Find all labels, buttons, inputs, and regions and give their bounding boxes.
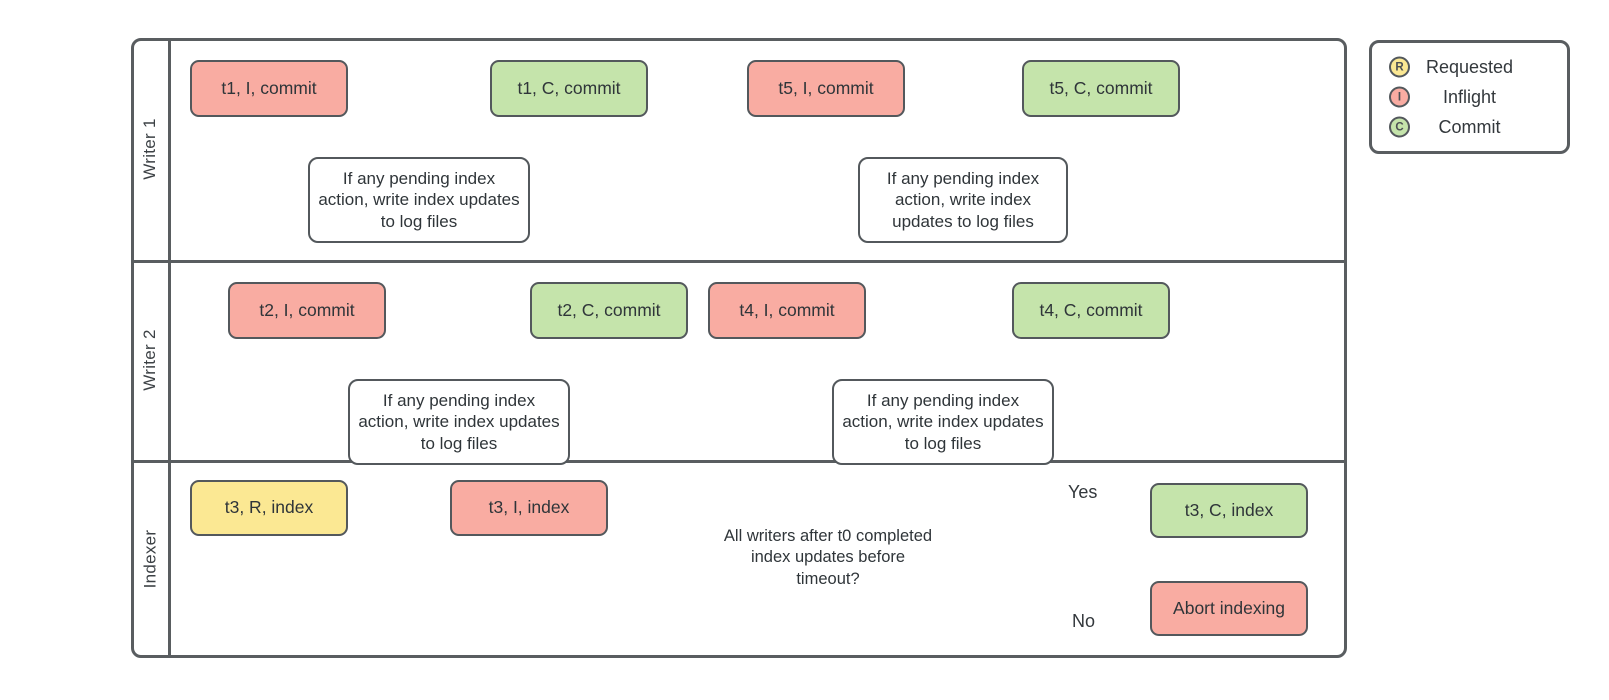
lane-title-separator — [168, 38, 171, 658]
state-box-t4-inflight: t4, I, commit — [708, 282, 866, 339]
lane-label-writer-2-text: Writer 2 — [140, 329, 159, 391]
state-box-t3-requested: t3, R, index — [190, 480, 348, 536]
process-box-writer1-a: If any pending index action, write index… — [308, 157, 530, 243]
state-box-t2-inflight: t2, I, commit — [228, 282, 386, 339]
decision-diamond-label: All writers after t0 completed index upd… — [723, 526, 933, 588]
lane-label-writer-2: Writer 2 — [131, 260, 169, 460]
edge-label-no: No — [1072, 611, 1096, 631]
legend-requested-label: Requested — [1425, 56, 1514, 77]
edge-label-yes: Yes — [1068, 482, 1098, 502]
state-box-t3-inflight: t3, I, index — [450, 480, 608, 536]
legend-row-commit: C Commit — [1372, 114, 1567, 140]
state-box-t5-inflight: t5, I, commit — [747, 60, 905, 117]
lane-label-writer-1-text: Writer 1 — [140, 118, 159, 180]
legend-commit-label: Commit — [1438, 116, 1501, 137]
legend-requested-icon: R — [1389, 56, 1410, 78]
legend-inflight-icon: I — [1389, 86, 1410, 108]
process-box-writer1-b: If any pending index action, write index… — [858, 157, 1068, 243]
legend-box: R Requested I Inflight C Commit — [1369, 40, 1570, 154]
process-box-writer2-a: If any pending index action, write index… — [348, 379, 570, 465]
lane-label-indexer: Indexer — [131, 460, 169, 658]
legend-row-requested: R Requested — [1372, 54, 1567, 80]
swimlane-container — [131, 38, 1347, 658]
legend-row-inflight: I Inflight — [1372, 84, 1567, 110]
lane-divider-1 — [131, 260, 1347, 263]
state-box-t3-commit: t3, C, index — [1150, 483, 1308, 538]
lane-label-writer-1: Writer 1 — [131, 38, 169, 260]
state-box-t1-inflight: t1, I, commit — [190, 60, 348, 117]
lane-label-indexer-text: Indexer — [140, 529, 159, 589]
state-box-t5-commit: t5, C, commit — [1022, 60, 1180, 117]
legend-commit-icon: C — [1389, 116, 1410, 138]
state-box-t1-commit: t1, C, commit — [490, 60, 648, 117]
legend-inflight-label: Inflight — [1442, 86, 1497, 107]
state-box-abort-indexing: Abort indexing — [1150, 581, 1308, 636]
state-box-t4-commit: t4, C, commit — [1012, 282, 1170, 339]
lane-divider-2 — [131, 460, 1347, 463]
state-box-t2-commit: t2, C, commit — [530, 282, 688, 339]
process-box-writer2-b: If any pending index action, write index… — [832, 379, 1054, 465]
